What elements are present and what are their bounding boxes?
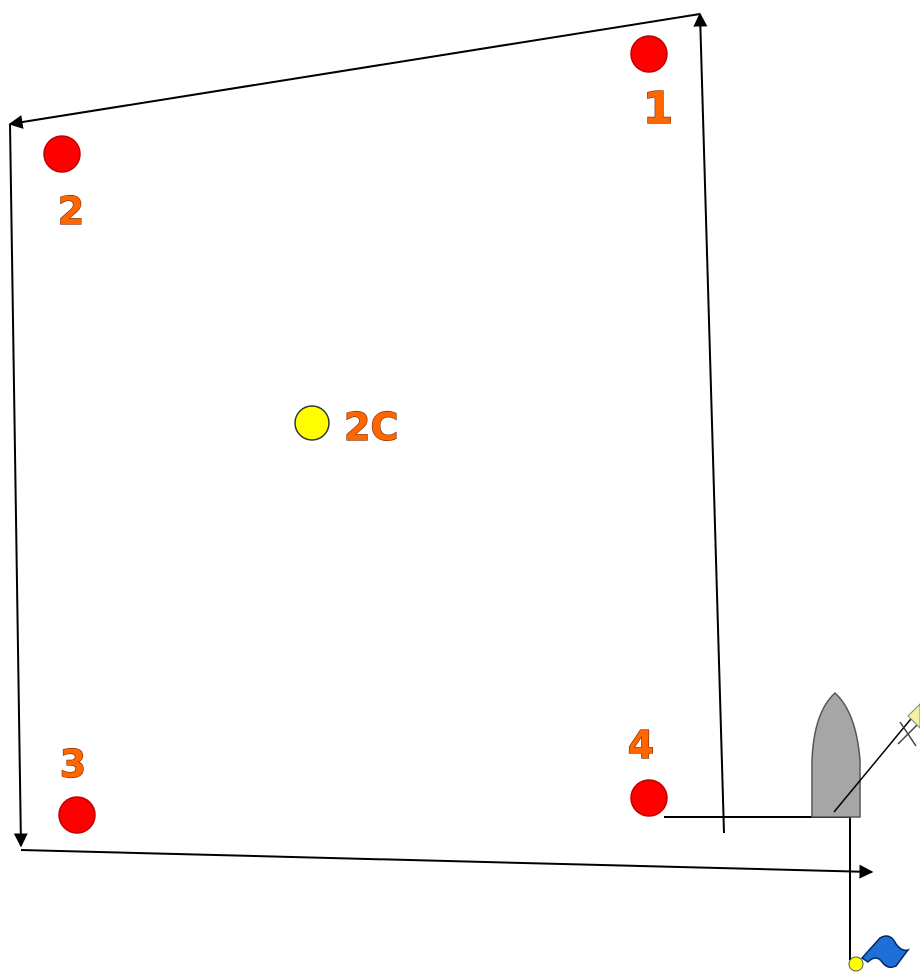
committee-boat-icon bbox=[812, 693, 920, 817]
mark-2c-buoy bbox=[295, 406, 329, 440]
mark-4-label: 4 bbox=[628, 723, 654, 767]
leg-3-to-finish bbox=[21, 850, 872, 872]
boat-x-stroke-b bbox=[898, 724, 918, 744]
leg-1-to-2 bbox=[10, 14, 700, 124]
mark-2-buoy bbox=[44, 136, 80, 172]
mark-4-buoy bbox=[631, 780, 667, 816]
course-lines bbox=[10, 14, 872, 960]
mark-2-label: 2 bbox=[58, 189, 84, 233]
flag-icon bbox=[862, 936, 908, 967]
mark-3-label: 3 bbox=[60, 742, 86, 786]
boat-pennant bbox=[908, 704, 920, 728]
pin-flag-icon bbox=[849, 936, 908, 971]
leg-2-to-3 bbox=[10, 124, 21, 846]
pin-buoy-icon bbox=[849, 957, 863, 971]
mark-3-buoy bbox=[59, 797, 95, 833]
mark-1-buoy bbox=[631, 36, 667, 72]
leg-start-to-1 bbox=[700, 14, 724, 833]
mark-1-label: 1 bbox=[643, 83, 674, 134]
boat-hull bbox=[812, 693, 860, 817]
marks: 1 2 2C 3 4 bbox=[44, 36, 673, 833]
mark-2c-label: 2C bbox=[344, 405, 398, 449]
